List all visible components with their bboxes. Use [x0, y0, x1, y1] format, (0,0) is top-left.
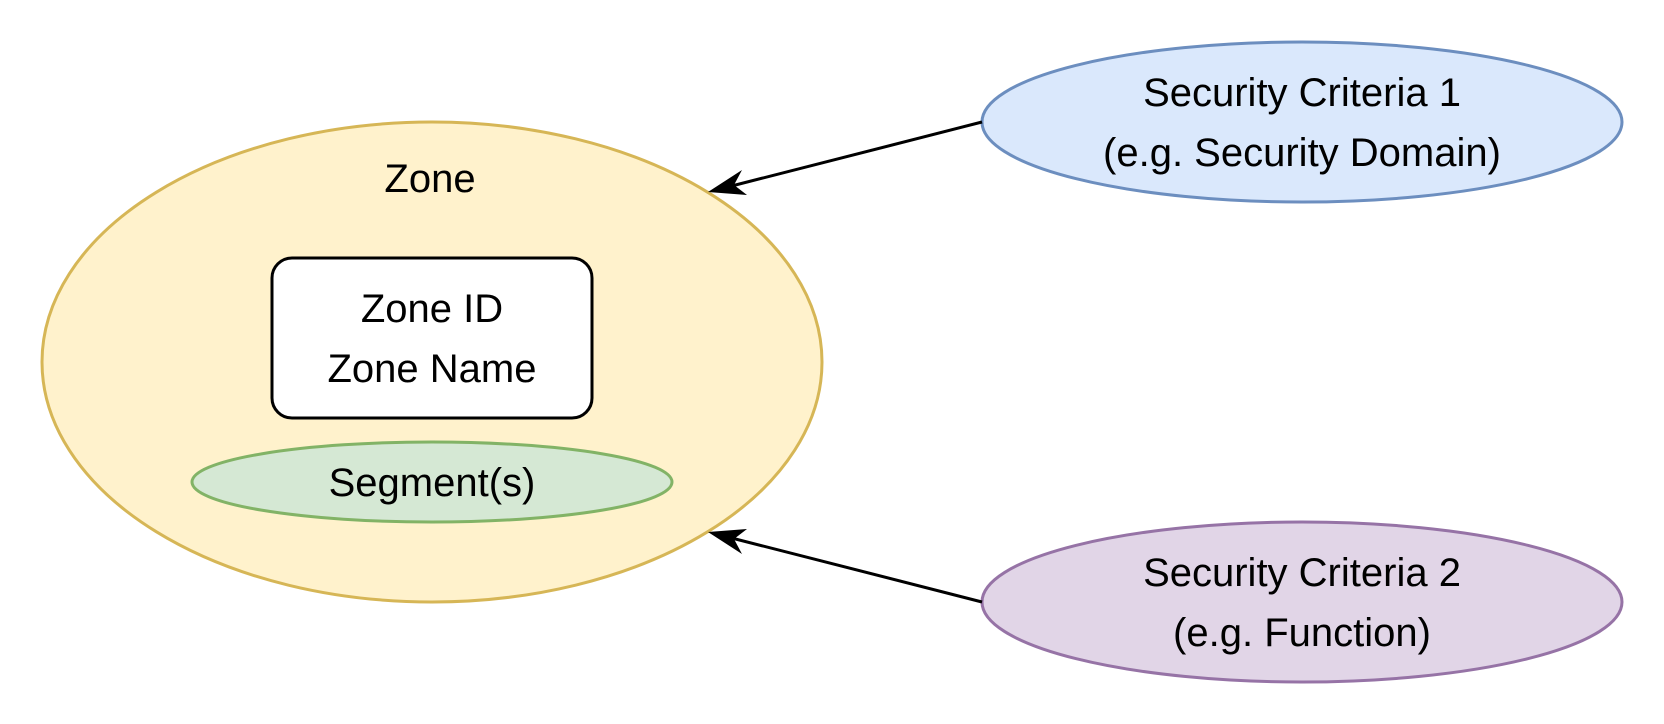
zone-title: Zone — [384, 157, 475, 201]
security-criteria-1-ellipse — [980, 40, 1624, 204]
criteria-1-to-zone-arrow — [715, 120, 983, 192]
zone-id-label: Zone ID — [361, 287, 503, 331]
security-criteria-2-line1: Security Criteria 2 — [1143, 551, 1461, 595]
security-criteria-1-node[interactable]: Security Criteria 1 (e.g. Security Domai… — [980, 40, 1624, 204]
segment-node[interactable]: Segment(s) — [190, 440, 674, 524]
zone-info-box[interactable]: Zone ID Zone Name — [270, 256, 594, 420]
zone-info-box-shape — [270, 256, 594, 420]
security-criteria-1-line2: (e.g. Security Domain) — [1103, 131, 1501, 175]
security-criteria-2-node[interactable]: Security Criteria 2 (e.g. Function) — [980, 520, 1624, 684]
security-criteria-2-line2: (e.g. Function) — [1173, 611, 1431, 655]
segment-label: Segment(s) — [329, 461, 536, 505]
criteria-2-to-zone-arrow — [715, 532, 983, 604]
security-criteria-1-line1: Security Criteria 1 — [1143, 71, 1461, 115]
criteria-1-arrowhead — [708, 170, 747, 195]
security-criteria-2-ellipse — [980, 520, 1624, 684]
segment-ellipse — [190, 440, 674, 524]
zone-name-label: Zone Name — [328, 347, 537, 391]
criteria-2-arrowhead — [708, 529, 747, 554]
